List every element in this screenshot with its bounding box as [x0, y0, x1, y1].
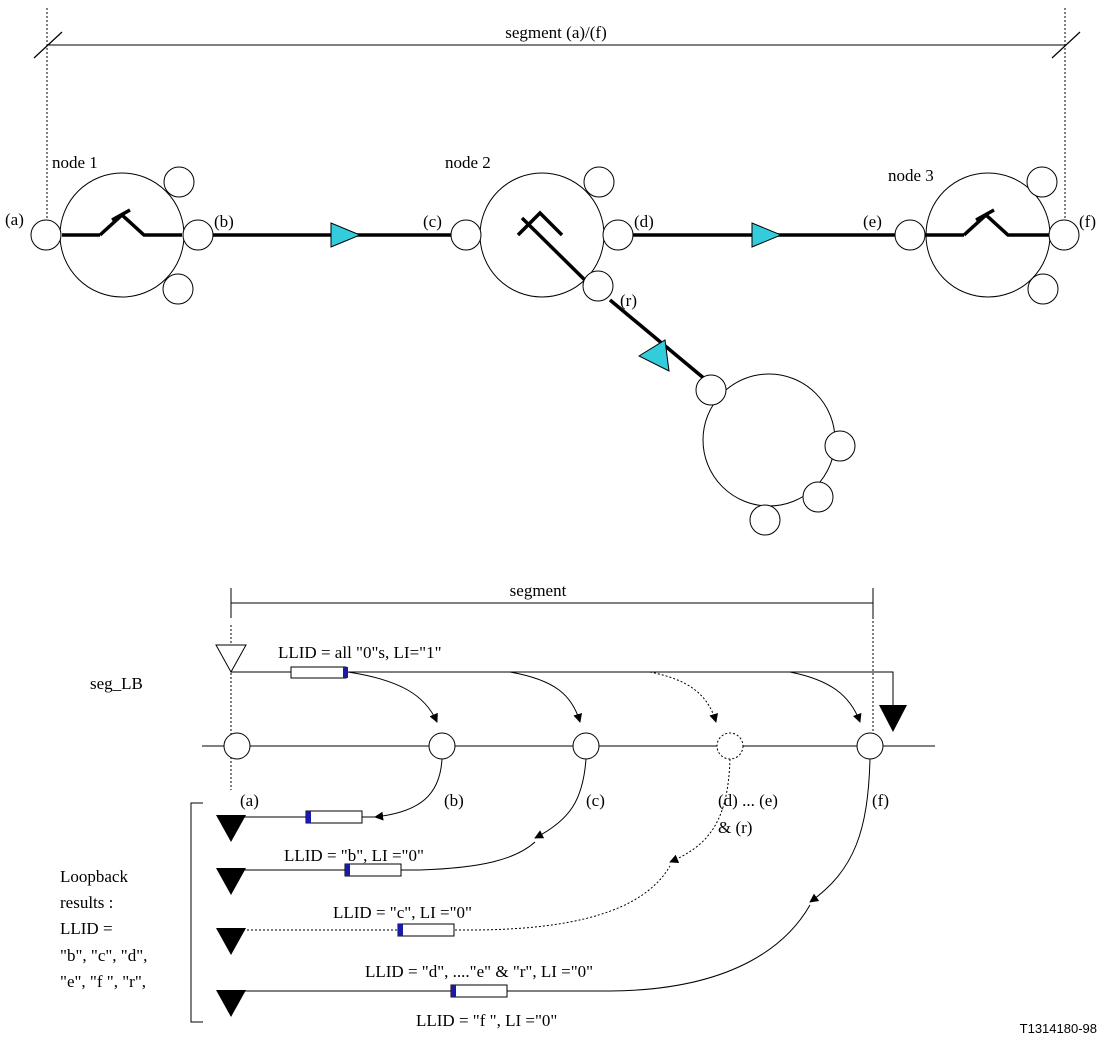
point-label-d-e: (d) ... (e) [718, 791, 778, 810]
cell-arrow-b [347, 671, 438, 723]
port-b-label: (b) [214, 212, 234, 231]
node-2-label: node 2 [445, 153, 491, 172]
response-line-d [231, 865, 671, 931]
point-c [572, 732, 600, 760]
cell-arrow-f [789, 671, 862, 723]
oam-cell-marker [343, 667, 348, 678]
point-f [856, 732, 884, 760]
result-arrow-icon [216, 868, 246, 895]
return-arrow-b [374, 758, 443, 821]
node-3-label: node 3 [888, 166, 934, 185]
flow-arrow-icon [637, 339, 670, 372]
remote-node [695, 373, 856, 536]
node-1-label: node 1 [52, 153, 98, 172]
svg-text:LLID =: LLID = [60, 919, 113, 938]
figure-id: T1314180-98 [1020, 1021, 1097, 1036]
point-label-a: (a) [240, 791, 259, 810]
response-label-b: LLID = "b", LI ="0" [284, 846, 424, 865]
port-r-label: (r) [620, 291, 637, 310]
port-d-label: (d) [634, 212, 654, 231]
point-b [428, 732, 456, 760]
response-label-d: LLID = "d", ...."e" & "r", LI ="0" [365, 962, 593, 981]
flow-arrow-icon [751, 222, 783, 248]
svg-text:"e", "f ", "r",: "e", "f ", "r", [60, 972, 146, 991]
forward-arrow-icon [879, 705, 907, 732]
point-a [223, 732, 251, 760]
node-1 [30, 166, 214, 305]
bottom-segment: segment [230, 581, 874, 618]
seg-lb-label: seg_LB [90, 674, 143, 693]
source-cell-label: LLID = all "0"s, LI="1" [278, 643, 442, 662]
svg-text:Loopback: Loopback [60, 867, 128, 886]
result-arrow-icon [216, 990, 246, 1017]
response-cell-b [305, 810, 363, 824]
return-arrow-d [669, 758, 731, 863]
return-arrow-f [809, 758, 871, 903]
segment-af-label: segment (a)/(f) [505, 23, 606, 42]
result-arrow-icon [216, 928, 246, 955]
response-cell-f [450, 984, 508, 998]
source-triangle-icon [215, 644, 247, 674]
port-e-label: (e) [863, 212, 882, 231]
port-f-label: (f) [1079, 212, 1096, 231]
segment-label: segment [510, 581, 567, 600]
point-label-b: (b) [444, 791, 464, 810]
point-label-r: & (r) [718, 818, 752, 837]
oam-cell-box [290, 666, 347, 679]
response-label-f: LLID = "f ", LI ="0" [416, 1011, 557, 1030]
svg-text:"b", "c", "d",: "b", "c", "d", [60, 946, 147, 965]
loopback-cell-path [231, 671, 894, 705]
svg-text:results :: results : [60, 893, 113, 912]
response-label-c: LLID = "c", LI ="0" [333, 903, 472, 922]
node-3 [894, 166, 1080, 305]
response-marker-d [398, 924, 403, 936]
response-marker-b [306, 811, 311, 823]
result-arrow-icon [216, 815, 246, 842]
response-cell-d [397, 923, 455, 937]
point-label-c: (c) [586, 791, 605, 810]
flow-arrow-icon [330, 222, 362, 248]
port-a-label: (a) [5, 210, 24, 229]
node-2 [450, 166, 634, 302]
top-segment: segment (a)/(f) [33, 8, 1081, 228]
response-marker-f [451, 985, 456, 997]
cell-arrow-d [649, 671, 719, 723]
results-bracket [190, 802, 203, 1023]
port-c-label: (c) [423, 212, 442, 231]
response-marker-c [345, 864, 350, 876]
loopback-results-text: Loopback results : LLID = "b", "c", "d",… [60, 867, 147, 991]
response-cell-c [344, 863, 402, 877]
cell-arrow-c [509, 671, 583, 723]
point-label-f: (f) [872, 791, 889, 810]
response-line-f [231, 904, 811, 992]
point-d [716, 732, 744, 760]
branch-line [608, 298, 708, 382]
return-arrow-c [534, 758, 587, 839]
response-line-c [231, 841, 536, 871]
